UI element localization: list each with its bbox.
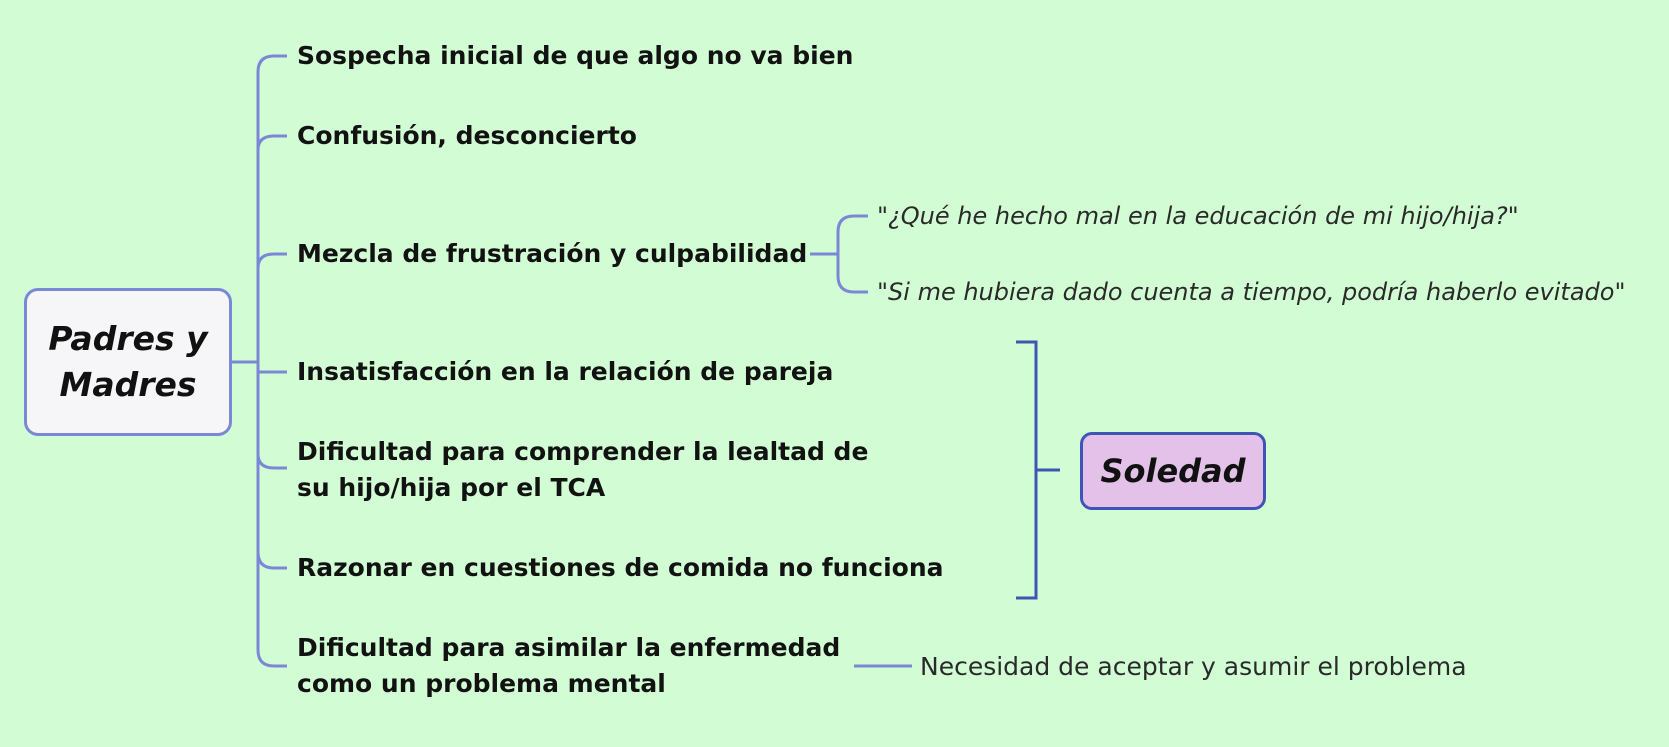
branch-connector-6 bbox=[256, 454, 287, 570]
branch-label: Confusión, desconcierto bbox=[297, 121, 637, 150]
branch-connector-1 bbox=[256, 54, 287, 362]
quote-connector-1 bbox=[836, 214, 868, 254]
branch-lealtad[interactable]: Dificultad para comprender la lealtad de… bbox=[297, 434, 868, 506]
note-aceptar-problema[interactable]: Necesidad de aceptar y asumir el problem… bbox=[920, 650, 1467, 684]
branch-label-line-2: como un problema mental bbox=[297, 669, 666, 698]
branch-label: Mezcla de frustración y culpabilidad bbox=[297, 239, 808, 268]
branch-label-line-2: su hijo/hija por el TCA bbox=[297, 473, 606, 502]
branch-label: Sospecha inicial de que algo no va bien bbox=[297, 41, 854, 70]
root-node-padres-madres[interactable]: Padres y Madres bbox=[24, 288, 232, 436]
quote-a-tiempo[interactable]: "Si me hubiera dado cuenta a tiempo, pod… bbox=[877, 276, 1626, 308]
root-node-label: Padres y Madres bbox=[48, 319, 208, 404]
branch-label-line-1: Dificultad para asimilar la enfermedad bbox=[297, 633, 841, 662]
quote-connector-2 bbox=[836, 254, 868, 294]
branch-connector-7 bbox=[256, 552, 287, 668]
branch-connector-5 bbox=[256, 362, 287, 470]
quote-label: "¿Qué he hecho mal en la educación de mi… bbox=[877, 202, 1519, 230]
branch-frustracion[interactable]: Mezcla de frustración y culpabilidad bbox=[297, 236, 807, 272]
branch-insatisfaccion[interactable]: Insatisfacción en la relación de pareja bbox=[297, 354, 833, 390]
branch-confusion[interactable]: Confusión, desconcierto bbox=[297, 118, 637, 154]
branch-asimilar[interactable]: Dificultad para asimilar la enfermedad c… bbox=[297, 630, 840, 702]
branch-razonar[interactable]: Razonar en cuestiones de comida no funci… bbox=[297, 550, 944, 586]
branch-connector-2 bbox=[256, 134, 287, 151]
quote-educacion[interactable]: "¿Qué he hecho mal en la educación de mi… bbox=[877, 200, 1519, 232]
branch-label: Insatisfacción en la relación de pareja bbox=[297, 357, 834, 386]
summary-node-soledad[interactable]: Soledad bbox=[1080, 432, 1266, 510]
branch-label: Razonar en cuestiones de comida no funci… bbox=[297, 553, 944, 582]
quote-label: "Si me hubiera dado cuenta a tiempo, pod… bbox=[877, 278, 1626, 306]
summary-node-label: Soledad bbox=[1100, 452, 1246, 490]
note-label: Necesidad de aceptar y asumir el problem… bbox=[920, 652, 1467, 681]
branch-sospecha[interactable]: Sospecha inicial de que algo no va bien bbox=[297, 38, 853, 74]
branch-connector-3 bbox=[256, 252, 287, 269]
summary-bracket bbox=[1016, 340, 1038, 600]
branch-label-line-1: Dificultad para comprender la lealtad de bbox=[297, 437, 869, 466]
